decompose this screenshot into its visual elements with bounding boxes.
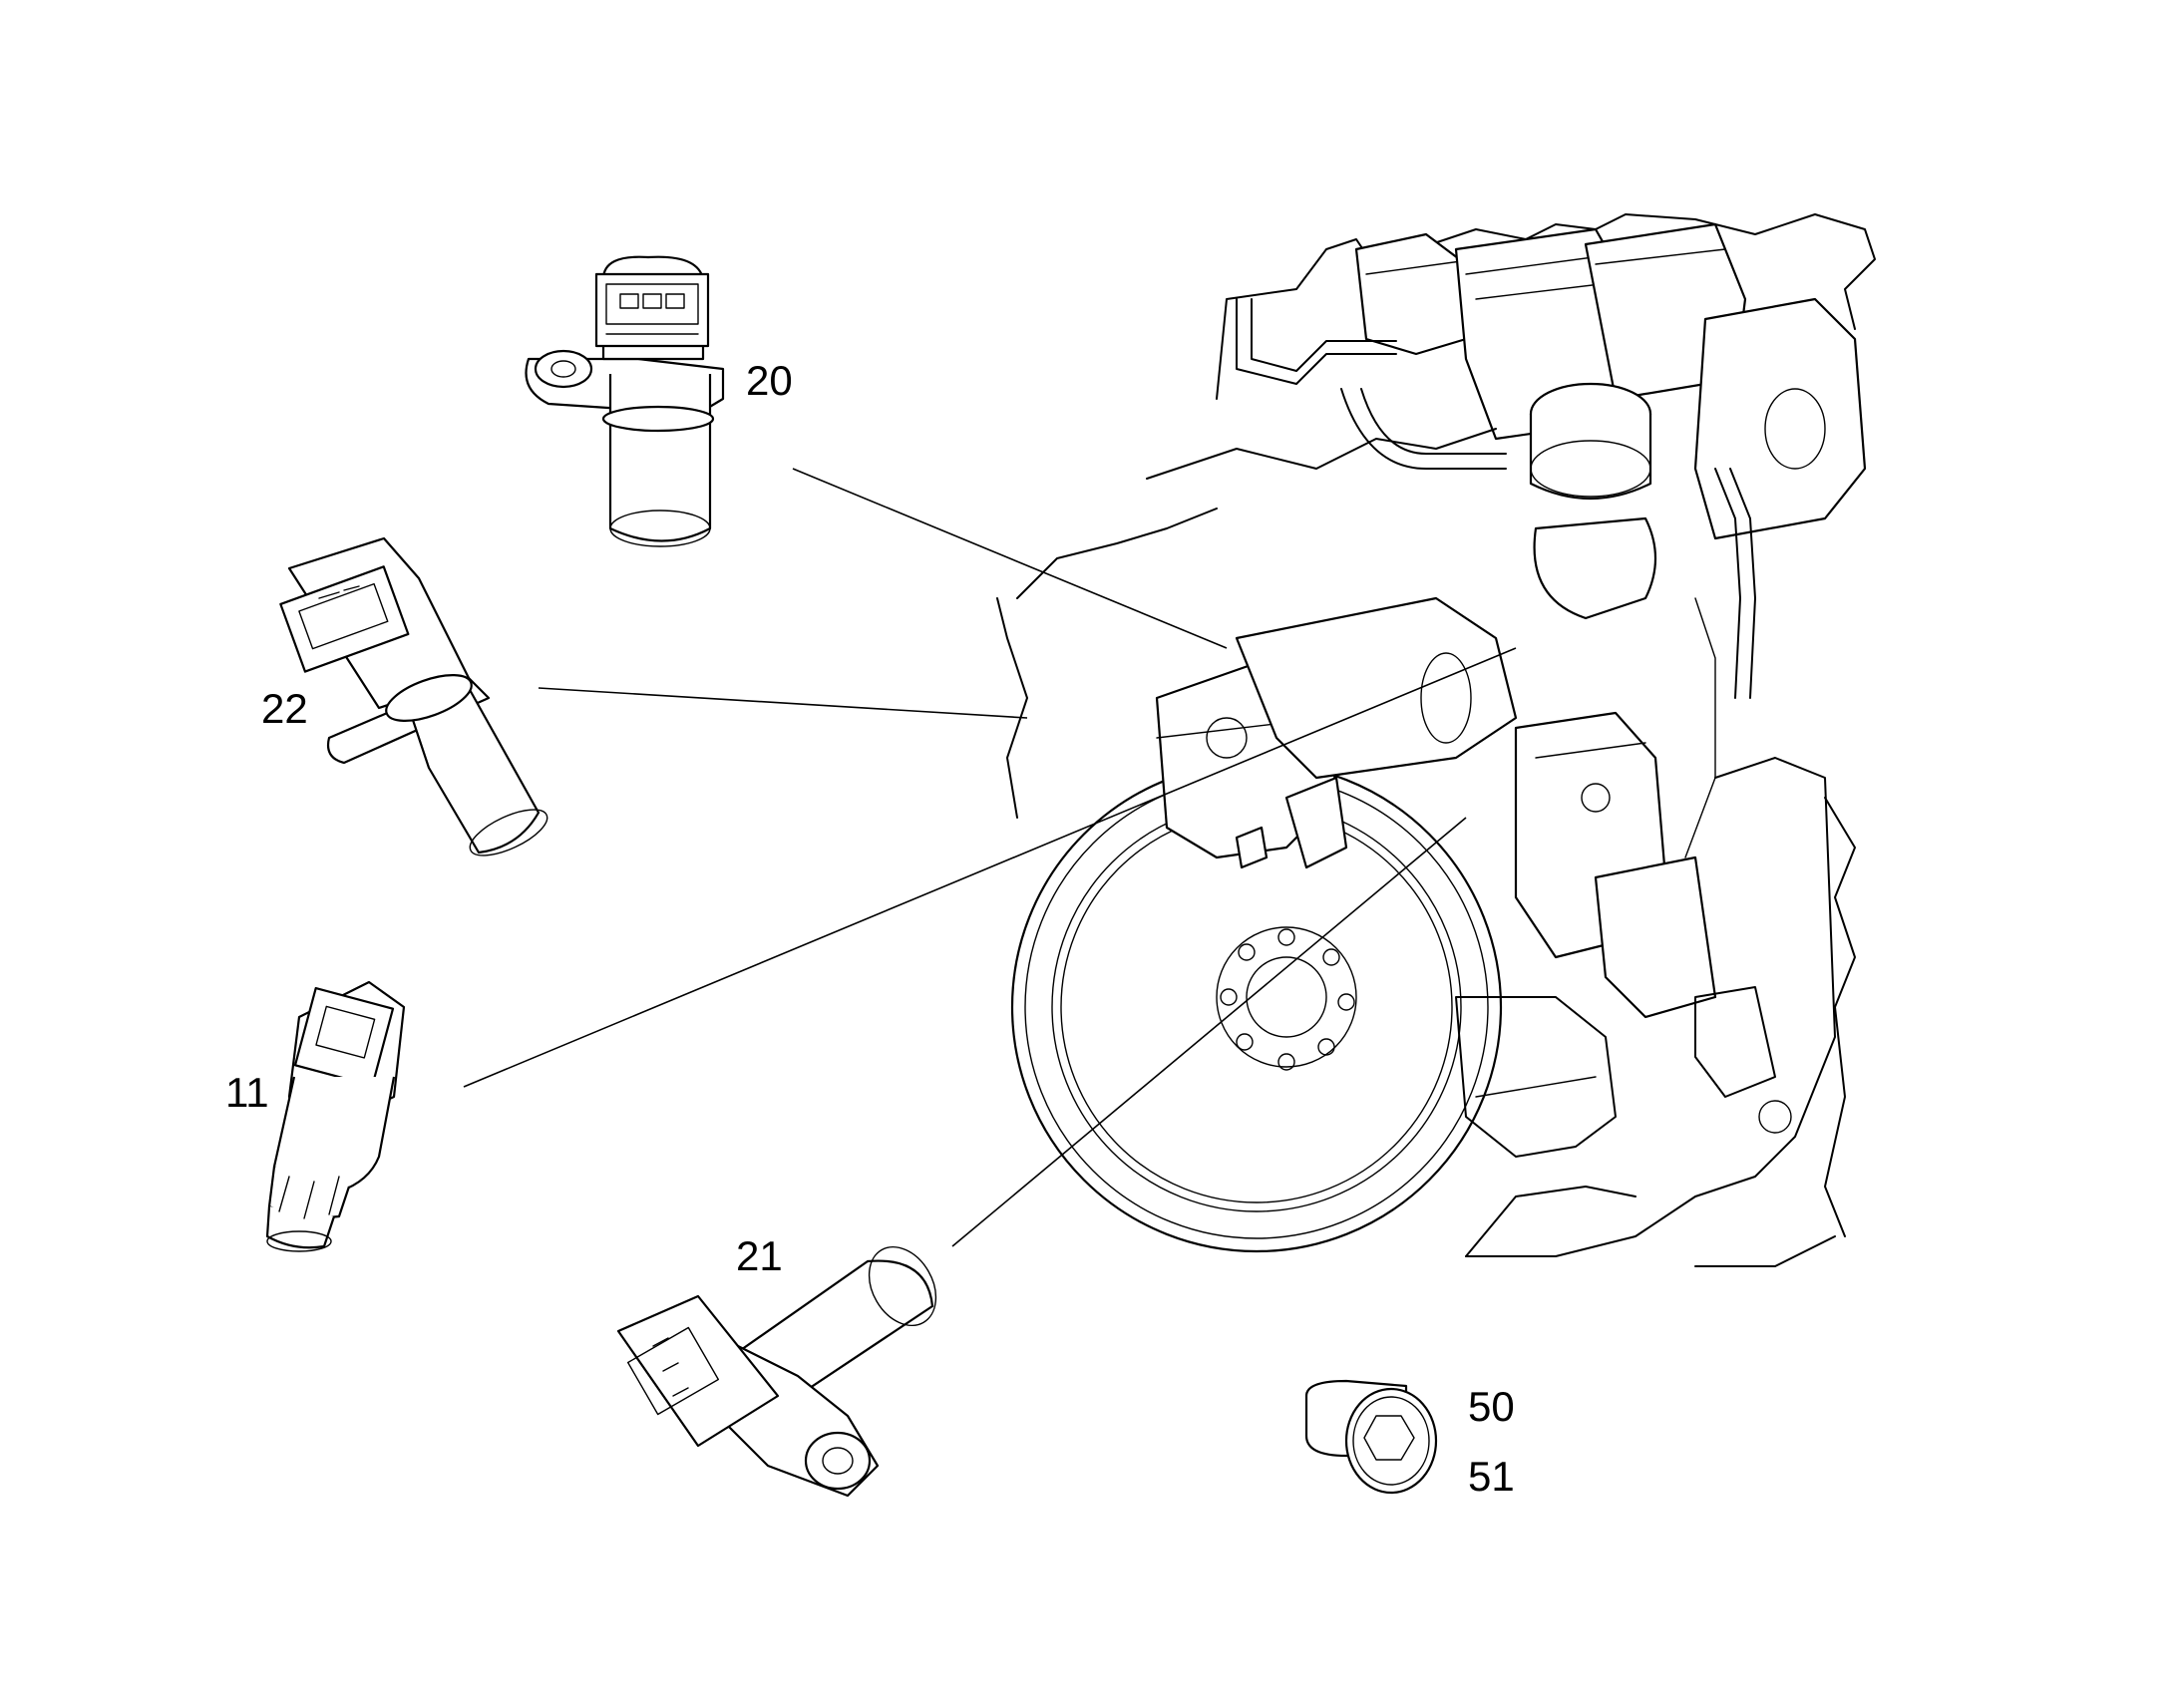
speed-sensor-21 bbox=[616, 1245, 937, 1498]
speed-sensor-22 bbox=[279, 536, 548, 856]
leader-21 bbox=[951, 817, 1467, 1247]
callout-50: 50 bbox=[1468, 1383, 1515, 1430]
engine-assembly bbox=[996, 213, 1876, 1267]
callout-labels: 20 22 11 21 50 51 bbox=[225, 357, 1515, 1500]
leader-22 bbox=[538, 687, 1028, 719]
callout-11: 11 bbox=[225, 1069, 269, 1116]
plug-50-51 bbox=[1304, 1379, 1438, 1495]
leader-20 bbox=[792, 468, 1228, 649]
leader-11 bbox=[463, 647, 1517, 1088]
callout-20: 20 bbox=[746, 357, 793, 404]
speed-sensor-20 bbox=[525, 255, 725, 547]
callout-51: 51 bbox=[1468, 1453, 1515, 1500]
pressure-switch-11 bbox=[265, 980, 406, 1252]
callout-22: 22 bbox=[261, 685, 308, 732]
callout-21: 21 bbox=[736, 1232, 783, 1279]
leader-lines bbox=[463, 468, 1517, 1247]
